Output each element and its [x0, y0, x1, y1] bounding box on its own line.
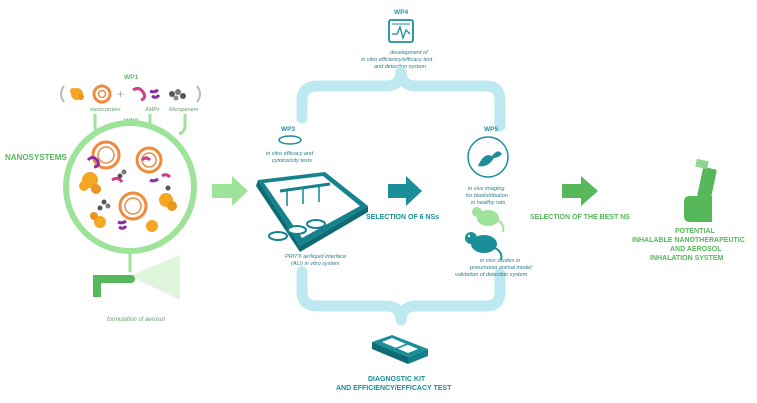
wp5-imaging-line1: in vivo imaging — [468, 186, 505, 192]
nanoparticle-cluster — [79, 140, 177, 232]
rat-icon — [465, 207, 505, 261]
wp5-imaging-line2: for biodistribution — [466, 193, 508, 199]
arrow-nanosystems-to-wp3 — [212, 176, 248, 206]
wp4-desc-line2: in vitro efficiency/efficacy test — [361, 57, 433, 63]
wp3-desc-line2: cytotoxicity tests — [272, 158, 312, 164]
arrow-wp3-to-wp5 — [388, 176, 422, 206]
diagnostic-line1: DIAGNOSTIC KIT — [368, 376, 426, 383]
wp2-connector-right — [178, 114, 187, 136]
nanocarrier-icon — [70, 84, 112, 104]
bottom-brace — [296, 266, 506, 326]
wp3-ali-line1: PRIT® air/liquid interface — [285, 253, 346, 260]
wp1-bracket-right — [196, 85, 201, 103]
wp3-desc-line1: in vitro efficacy and — [266, 151, 314, 157]
monitor-chart-icon — [388, 19, 414, 43]
amps-label: AMPs — [144, 107, 160, 113]
wp1-label: WP1 — [124, 74, 138, 81]
selection-best-label: SELECTION OF THE BEST NS — [530, 214, 630, 221]
selection-6-label: SELECTION OF 6 NSs — [366, 214, 439, 221]
potential-line4: INHALATION SYSTEM — [650, 255, 724, 262]
inhaler-icon — [684, 158, 717, 222]
meropenem-label: Meropenem — [169, 107, 199, 113]
potential-line1: POTENTIAL — [675, 228, 715, 235]
aerosol-nozzle-icon — [93, 275, 135, 297]
wp5-studies-line2: pneumonia animal model: — [469, 265, 533, 271]
petri-dish-icon — [278, 135, 302, 145]
potential-line3: AND AEROSOL — [670, 246, 722, 253]
nanosystems-label: NANOSYSTEMS — [5, 153, 67, 162]
wp4-label: WP4 — [394, 9, 408, 16]
imaging-circle-icon — [467, 136, 509, 178]
meropenem-icon — [169, 89, 186, 101]
cell-culture-device-icon — [256, 172, 368, 252]
top-brace — [296, 66, 506, 132]
formulation-label: formulation of aerosol — [107, 317, 165, 323]
arrow-wp5-to-result — [562, 176, 598, 206]
amp-icon — [132, 86, 161, 102]
nanocarriers-label: nanocarriers — [90, 107, 121, 113]
potential-line2: INHALABLE NANOTHERAPEUTIC — [632, 237, 745, 244]
wp5-label: WP5 — [484, 126, 498, 133]
diagnostic-line2: AND EFFICIENCY/EFFICACY TEST — [336, 385, 452, 392]
wp5-studies-line3: validation of detection system — [455, 272, 528, 278]
aerosol-spray — [130, 255, 180, 300]
wp3-ali-line2: (ALI) in vitro system — [291, 261, 340, 267]
wp5-imaging-line3: in healthy rats — [471, 200, 505, 206]
wp4-desc-line1: development of — [390, 50, 428, 56]
wp1-bracket-left — [60, 85, 65, 103]
diagnostic-kit-icon — [372, 335, 428, 364]
wp5-studies-line1: in vivo studies in — [480, 258, 520, 264]
wp3-label: WP3 — [281, 126, 295, 133]
plus-sign: + — [117, 87, 124, 101]
